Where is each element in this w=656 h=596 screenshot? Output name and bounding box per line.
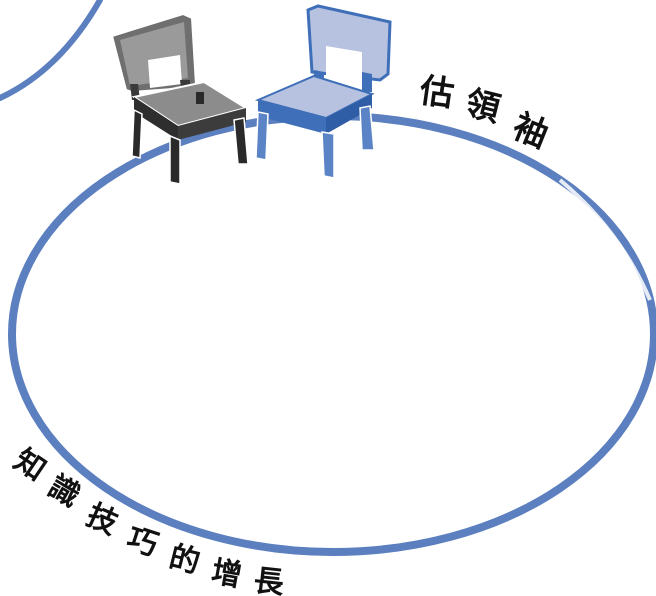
main-ring bbox=[8, 112, 656, 556]
label-char: 技 bbox=[81, 498, 123, 542]
label-char: 領 bbox=[461, 83, 504, 130]
label-char: 識 bbox=[42, 469, 85, 514]
label-char: 估 bbox=[416, 71, 456, 115]
label-char: 增 bbox=[209, 554, 245, 594]
label-char: 知 bbox=[8, 443, 52, 489]
top-left-arc bbox=[0, 0, 103, 101]
label-bottom-left: 知 識 技 巧 的 增 長 bbox=[8, 443, 287, 596]
label-char: 袖 bbox=[507, 107, 554, 157]
label-char: 的 bbox=[166, 540, 204, 581]
blue-chair-icon bbox=[254, 4, 392, 179]
gray-chair-icon bbox=[110, 12, 249, 185]
label-char: 巧 bbox=[123, 521, 162, 564]
label-char: 長 bbox=[252, 563, 286, 596]
ring-fade bbox=[558, 178, 652, 301]
